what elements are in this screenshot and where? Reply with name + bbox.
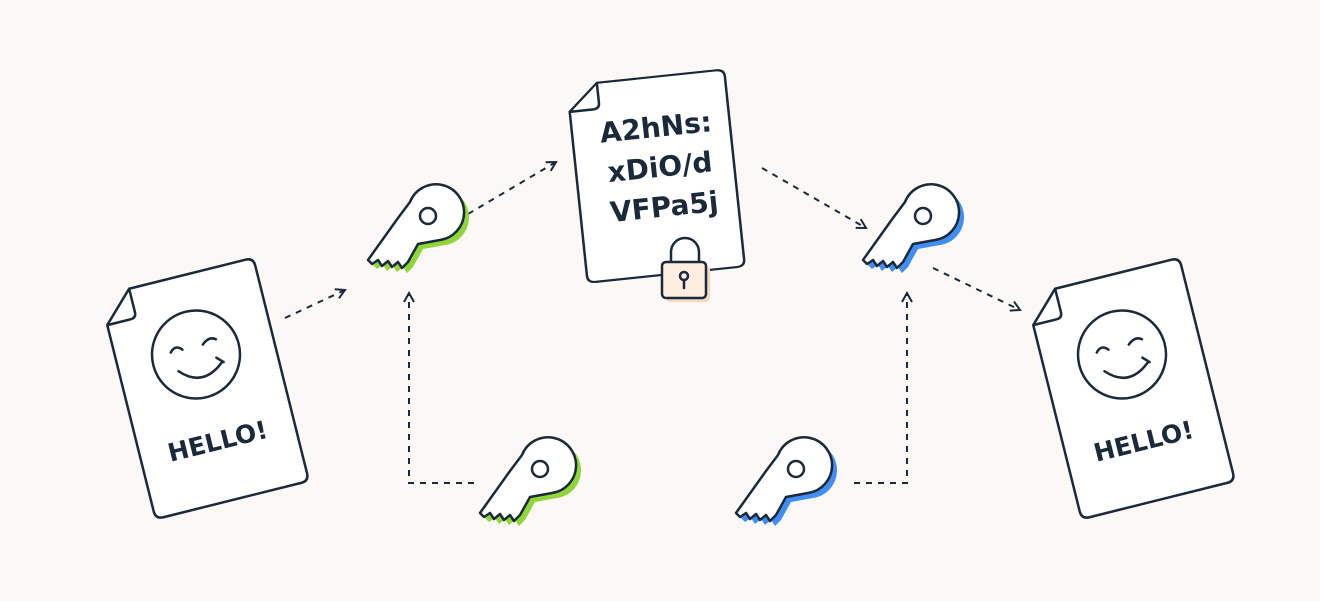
encryption-key-icon: [366, 183, 470, 273]
smiley-face-icon: [150, 309, 242, 400]
encryption-key-icon: [478, 436, 582, 526]
arrow-green-key-up: [409, 293, 474, 484]
ciphertext-document: A2hNs: xDiO/d VFPa5j: [565, 68, 747, 284]
plaintext-document-left: HELLO!: [98, 256, 311, 521]
decryption-key-icon: [734, 436, 838, 526]
arrow-green-key-to-ciphertext: [467, 162, 556, 215]
arrow-ciphertext-to-blue-key: [761, 167, 866, 228]
arrow-blue-key-up: [854, 293, 907, 484]
plaintext-document-right: HELLO!: [1024, 256, 1237, 521]
arrow-plaintext-to-green-key: [284, 290, 345, 319]
smiley-face-icon: [1076, 309, 1168, 400]
arrow-blue-key-to-plaintext: [932, 267, 1020, 310]
connectors: [284, 162, 1020, 484]
decryption-key-icon: [861, 183, 965, 273]
padlock-icon: [660, 236, 710, 302]
